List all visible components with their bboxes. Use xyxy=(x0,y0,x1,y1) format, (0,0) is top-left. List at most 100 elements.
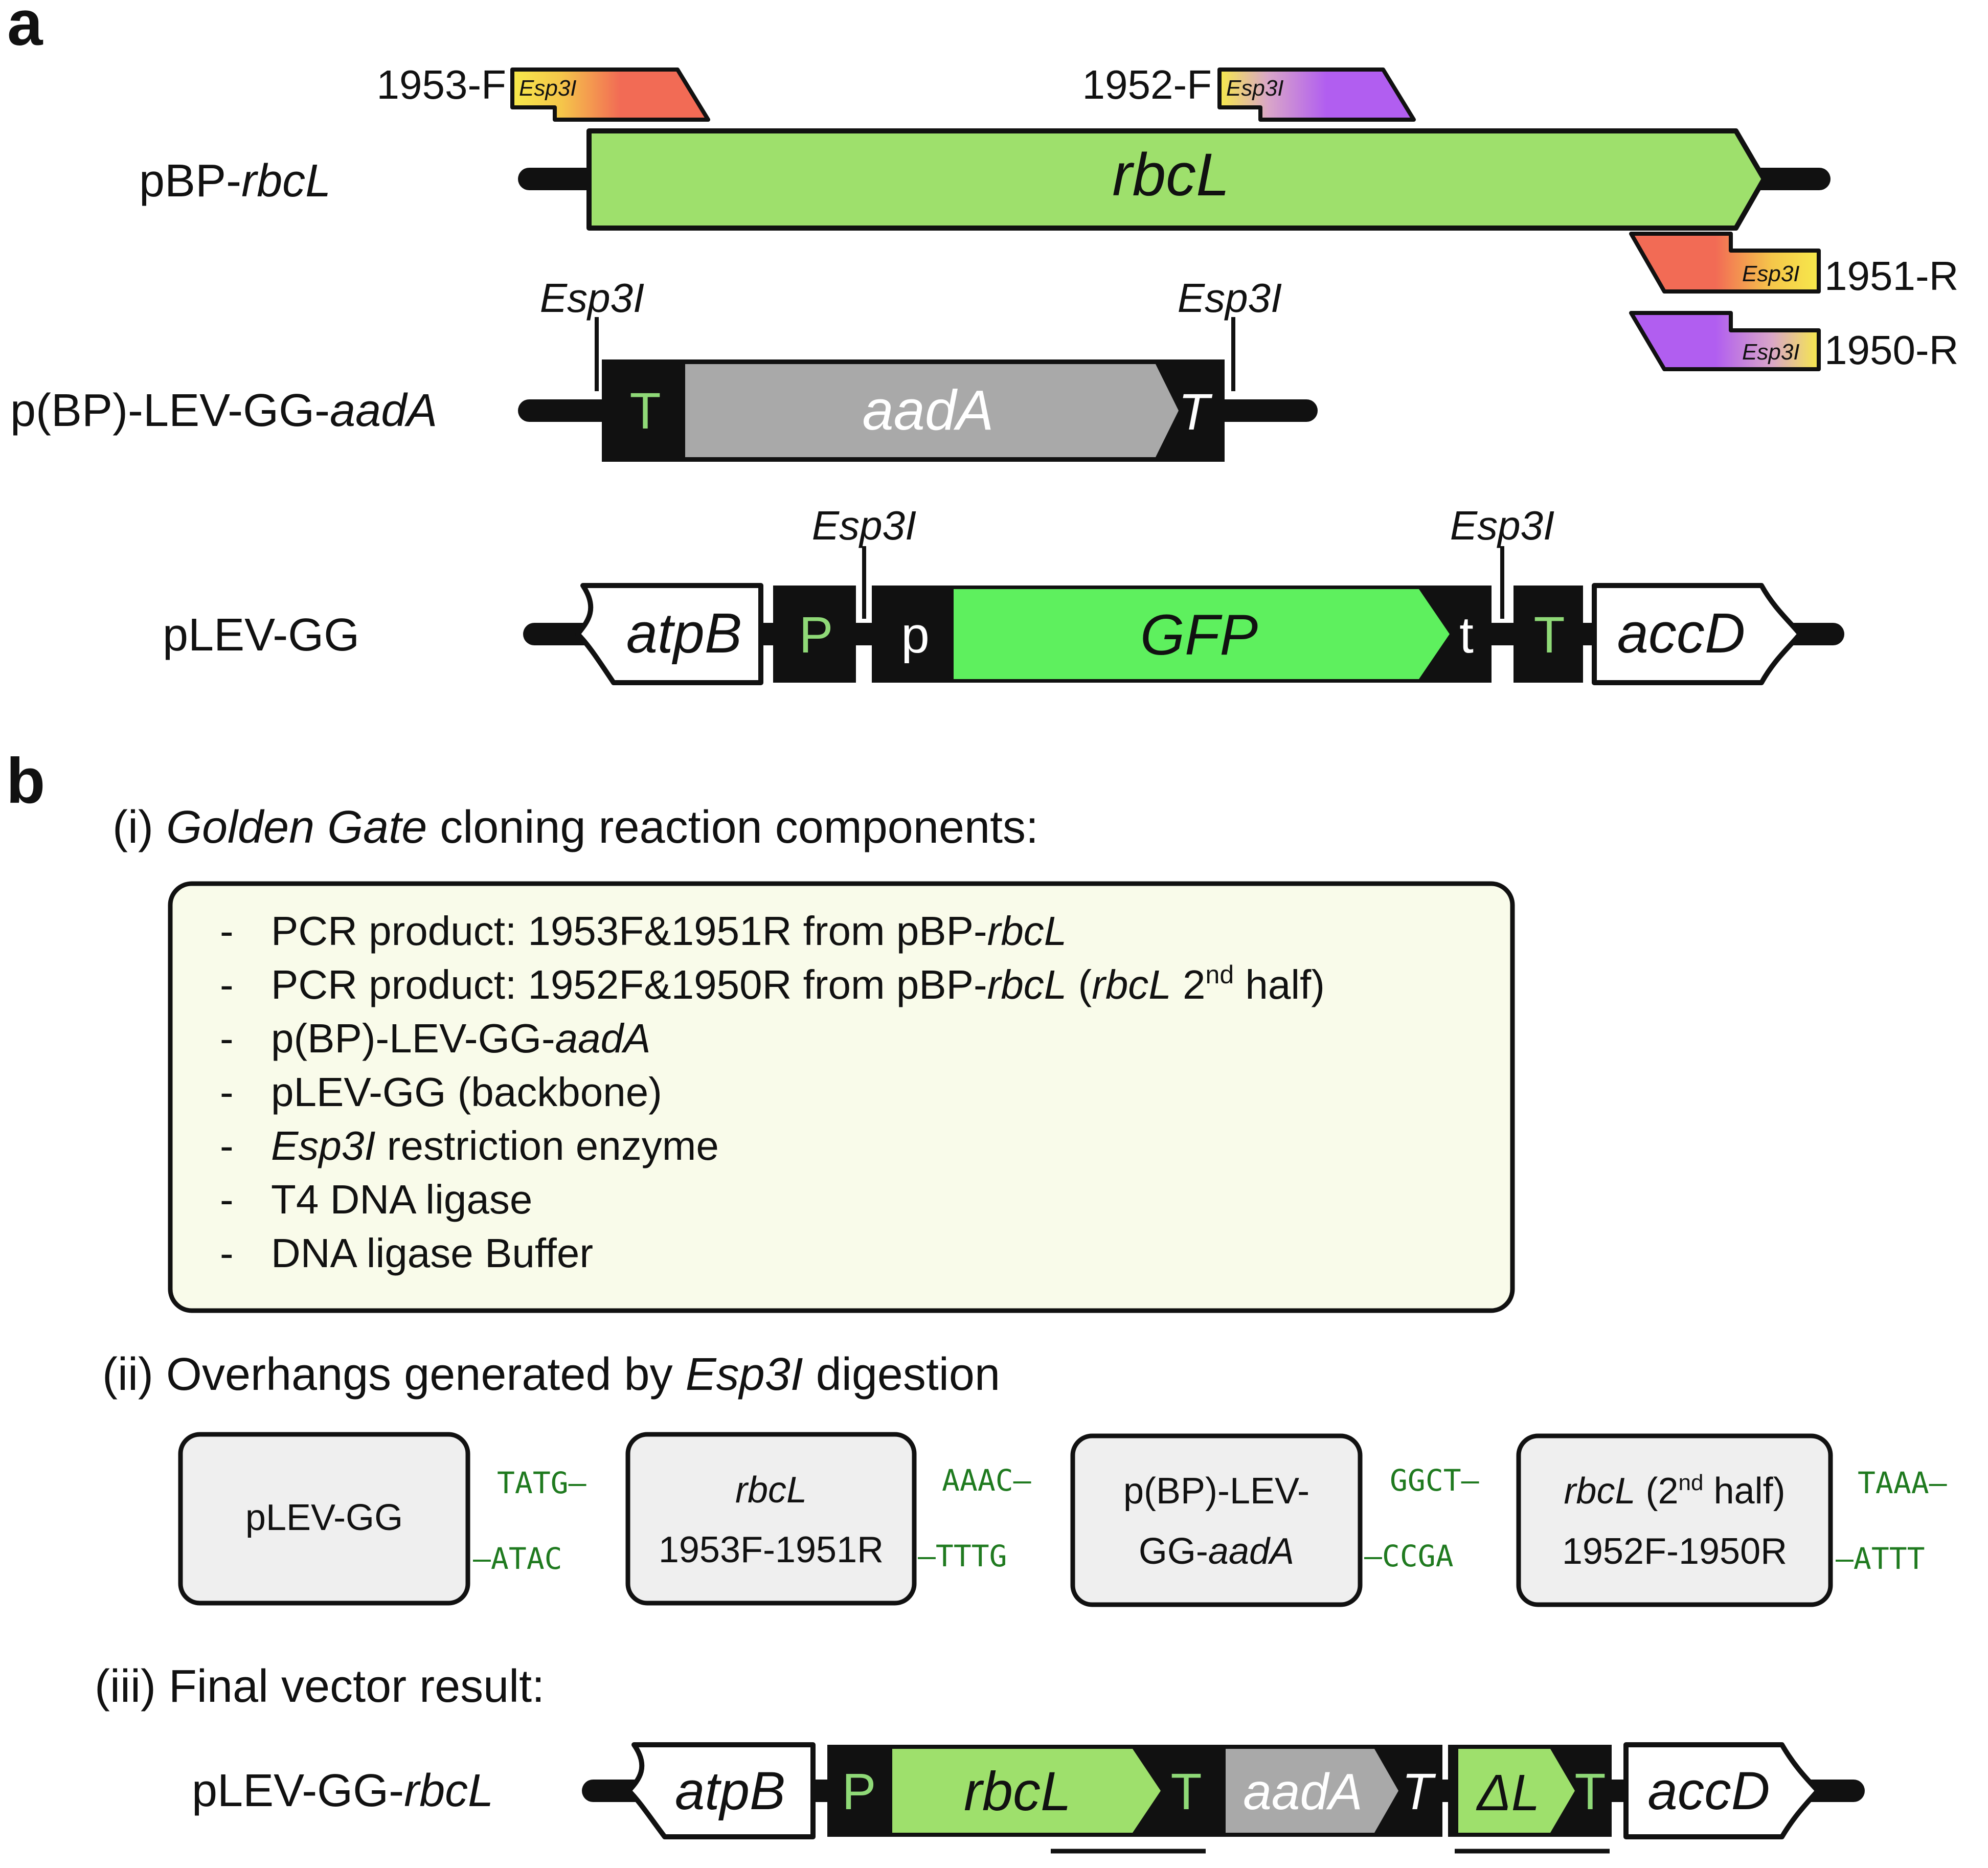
fragment-rbcl: rbcL 1953F-1951R xyxy=(625,1432,917,1606)
overhang-top: GGCT– xyxy=(1390,1463,1479,1498)
gfp-gene-arrow xyxy=(954,589,1450,679)
overhang-4: TAAA– –ATTT xyxy=(1836,1466,1947,1576)
pbp-rbcl-construct: pBP-rbcL rbcL xyxy=(139,128,1831,231)
primer-1952-f-site: Esp3I xyxy=(1226,76,1284,101)
gfp-gene-label: GFP xyxy=(1140,603,1258,667)
primer-1953-f-site: Esp3I xyxy=(519,76,577,101)
component-item-3: p(BP)-LEV-GG-aadA xyxy=(271,1016,651,1061)
component-item-dash: - xyxy=(220,1123,234,1168)
primer-1950-r-name: 1950-R xyxy=(1824,327,1958,373)
final-aada-label: aadA xyxy=(1243,1763,1363,1820)
section-iii-title: (iii) Final vector result: xyxy=(95,1661,545,1712)
primer-1951-r: Esp3I 1951-R xyxy=(1629,232,1958,299)
fragment-pLEV-GG: pLEV-GG xyxy=(178,1432,470,1606)
fragment-label: pLEV-GG xyxy=(245,1497,403,1538)
final-vector-name: pLEV-GG-rbcL xyxy=(192,1765,493,1816)
component-item-4: pLEV-GG (backbone) xyxy=(271,1069,662,1115)
fragment-plev-aada: p(BP)-LEV- GG-aadA xyxy=(1070,1433,1363,1607)
component-item-dash: - xyxy=(220,962,234,1007)
primer-1952-f: 1952-F Esp3I xyxy=(1082,62,1416,122)
terminator-small-label: t xyxy=(1459,606,1474,664)
overhang-top: AAAC– xyxy=(942,1463,1031,1498)
panel-a-label: a xyxy=(7,0,43,59)
overhang-bottom: –TTTG xyxy=(918,1539,1007,1573)
component-item-dash: - xyxy=(220,1177,234,1222)
final-dl-label: ΔL xyxy=(1476,1764,1540,1821)
fragment-box xyxy=(625,1432,917,1606)
final-promoter-label: P xyxy=(842,1763,876,1820)
primer-1951-r-name: 1951-R xyxy=(1824,253,1958,299)
fragment-box xyxy=(1516,1433,1833,1607)
final-rbcl-arrow xyxy=(892,1749,1161,1833)
primer-1951-r-site: Esp3I xyxy=(1742,261,1800,286)
pbp-rbcl-name: pBP-rbcL xyxy=(139,155,331,207)
primer-1952-f-arrow xyxy=(1217,67,1416,122)
overhang-bottom: –ATTT xyxy=(1836,1541,1925,1576)
overhang-top: TAAA– xyxy=(1858,1466,1947,1500)
terminator-large-label: T xyxy=(1533,606,1565,664)
final-accd-label: accD xyxy=(1647,1761,1770,1821)
component-item-1: PCR product: 1953F&1951R from pBP-rbcL xyxy=(271,908,1067,954)
fragment-sublabel: 1953F-1951R xyxy=(659,1529,884,1570)
plev-aada-construct: p(BP)-LEV-GG-aadA T aadA T Esp3I Esp3I xyxy=(10,275,1318,462)
aada-site-left: Esp3I xyxy=(540,275,645,321)
plev-site-left: Esp3I xyxy=(812,503,917,548)
promoter-block-large xyxy=(773,586,856,683)
overhang-bottom: –ATAC xyxy=(473,1541,562,1576)
section-i-title: (i) Golden Gate cloning reaction compone… xyxy=(112,802,1038,853)
rbcl-gene-arrow xyxy=(586,128,1767,231)
fragment-sublabel: GG-aadA xyxy=(1139,1531,1294,1572)
fragment-label: rbcL xyxy=(735,1470,807,1511)
plev-aada-name: p(BP)-LEV-GG-aadA xyxy=(10,385,437,436)
components-box-frame xyxy=(168,881,1515,1313)
primer-1953-f-name: 1953-F xyxy=(377,62,506,107)
component-item-dash: - xyxy=(220,1069,234,1115)
overhang-bottom: –CCGA xyxy=(1364,1539,1454,1573)
aada-site-right: Esp3I xyxy=(1178,275,1282,321)
primer-1950-r-arrow xyxy=(1629,311,1821,371)
component-item-7: DNA ligase Buffer xyxy=(271,1230,593,1276)
primer-1953-f-arrow xyxy=(510,67,710,122)
final-aada-arrow xyxy=(1226,1749,1398,1833)
overhang-2: AAAC– –TTTG xyxy=(918,1463,1031,1573)
components-box: - PCR product: 1953F&1951R from pBP-rbcL… xyxy=(168,881,1515,1313)
primer-1953-f: 1953-F Esp3I xyxy=(377,62,710,122)
final-atpb-label: atpB xyxy=(675,1761,785,1821)
accd-label: accD xyxy=(1617,602,1746,665)
plev-construct: pLEV-GG atpB P p GFP t T accD Esp3I Esp3… xyxy=(163,503,1844,685)
aada-gene-label: aadA xyxy=(863,379,994,442)
final-rbcl-label: rbcL xyxy=(964,1760,1071,1822)
atpb-block xyxy=(575,583,763,685)
component-item-dash: - xyxy=(220,1016,234,1061)
component-item-5: Esp3I restriction enzyme xyxy=(271,1123,719,1168)
final-accd-block xyxy=(1623,1742,1820,1839)
aada-gene-arrow xyxy=(685,364,1179,457)
component-item-6: T4 DNA ligase xyxy=(271,1177,532,1222)
primer-1950-r-site: Esp3I xyxy=(1742,340,1800,365)
plev-name: pLEV-GG xyxy=(163,610,359,661)
final-terminator-2: T xyxy=(1402,1763,1436,1820)
overhang-1: TATG– –ATAC xyxy=(473,1466,586,1576)
fragment-box xyxy=(1070,1433,1363,1607)
overhang-top: TATG– xyxy=(497,1466,586,1500)
final-terminator-1: T xyxy=(1170,1763,1202,1820)
final-terminator-3: T xyxy=(1574,1763,1606,1820)
component-item-dash: - xyxy=(220,908,234,954)
section-ii-title: (ii) Overhangs generated by Esp3I digest… xyxy=(102,1349,1000,1400)
fragment-label: p(BP)-LEV- xyxy=(1123,1471,1309,1512)
aada-left-terminator: T xyxy=(629,382,661,440)
aada-right-terminator: T xyxy=(1178,384,1212,441)
promoter-large-label: P xyxy=(799,606,833,664)
atpb-label: atpB xyxy=(626,602,742,665)
component-item-dash: - xyxy=(220,1230,234,1276)
overhang-3: GGCT– –CCGA xyxy=(1364,1463,1479,1573)
final-dl-arrow xyxy=(1458,1749,1575,1833)
rbcl-gene-label: rbcL xyxy=(1112,141,1230,209)
primer-1951-r-arrow xyxy=(1629,232,1821,294)
panel-b-label: b xyxy=(6,746,45,817)
fragment-rbcl-2nd-half: rbcL (2nd half) 1952F-1950R xyxy=(1516,1433,1833,1607)
component-item-2: PCR product: 1952F&1950R from pBP-rbcL (… xyxy=(271,960,1325,1007)
primer-1952-f-name: 1952-F xyxy=(1082,62,1212,107)
final-vector-construct: pLEV-GG-rbcL atpB P rbcL T aadA T ΔL T a… xyxy=(192,1742,1865,1854)
